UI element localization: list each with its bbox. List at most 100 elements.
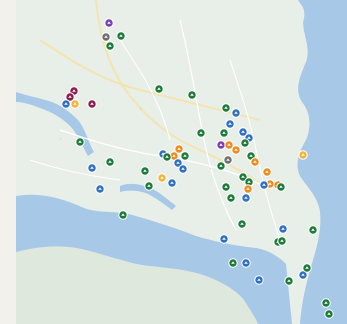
map-marker-blue-boat-launch-icon[interactable] bbox=[254, 275, 264, 285]
boat-launch-icon bbox=[281, 227, 285, 230]
southern-land bbox=[16, 246, 258, 324]
map-marker-blue-boat-launch-icon[interactable] bbox=[241, 193, 251, 203]
map-marker-blue-boat-launch-icon[interactable] bbox=[61, 99, 71, 109]
map-marker-blue-boat-launch-icon[interactable] bbox=[173, 158, 183, 168]
campground-icon bbox=[90, 102, 94, 105]
river-patuxent bbox=[16, 92, 94, 156]
map-marker-green-park-icon[interactable] bbox=[144, 181, 154, 191]
map-marker-green-park-icon[interactable] bbox=[75, 137, 85, 147]
map-marker-green-park-icon[interactable] bbox=[277, 236, 287, 246]
map-marker-yellow-attraction-icon[interactable] bbox=[157, 173, 167, 183]
map-marker-green-park-icon[interactable] bbox=[221, 182, 231, 192]
map-marker-green-park-icon[interactable] bbox=[219, 128, 229, 138]
marina-icon bbox=[234, 148, 238, 151]
park-icon bbox=[121, 213, 125, 216]
map-marker-green-park-icon[interactable] bbox=[105, 157, 115, 167]
park-icon bbox=[190, 93, 194, 96]
map-marker-blue-boat-launch-icon[interactable] bbox=[95, 184, 105, 194]
svg-text:·: · bbox=[210, 166, 212, 172]
map-marker-green-park-icon[interactable] bbox=[321, 298, 331, 308]
map-marker-magenta-campground-icon[interactable] bbox=[65, 92, 75, 102]
map-marker-green-park-icon[interactable] bbox=[308, 225, 318, 235]
museum-icon bbox=[226, 158, 230, 161]
map-markers bbox=[61, 18, 334, 319]
marina-icon bbox=[265, 170, 269, 173]
map-marker-blue-boat-launch-icon[interactable] bbox=[219, 234, 229, 244]
map-marker-green-park-icon[interactable] bbox=[180, 151, 190, 161]
map-marker-orange-marina-icon[interactable] bbox=[250, 157, 260, 167]
map-marker-blue-boat-launch-icon[interactable] bbox=[167, 178, 177, 188]
park-icon bbox=[243, 141, 247, 144]
map-marker-green-park-icon[interactable] bbox=[240, 138, 250, 148]
map-marker-green-park-icon[interactable] bbox=[162, 152, 172, 162]
map-marker-green-park-icon[interactable] bbox=[324, 309, 334, 319]
svg-text:·: · bbox=[140, 106, 142, 112]
map-marker-blue-boat-launch-icon[interactable] bbox=[231, 108, 241, 118]
map-marker-purple-hiking-icon[interactable] bbox=[216, 140, 226, 150]
map-marker-gray-museum-icon[interactable] bbox=[101, 32, 111, 42]
park-icon bbox=[287, 279, 291, 282]
map-marker-orange-marina-icon[interactable] bbox=[231, 145, 241, 155]
town-labels: · · · bbox=[60, 106, 212, 172]
map-marker-gray-museum-icon[interactable] bbox=[223, 155, 233, 165]
map-marker-blue-boat-launch-icon[interactable] bbox=[87, 163, 97, 173]
park-icon bbox=[324, 301, 328, 304]
boat-launch-icon bbox=[241, 130, 245, 133]
map-marker-green-park-icon[interactable] bbox=[276, 182, 286, 192]
boat-launch-icon bbox=[301, 273, 305, 276]
map-marker-green-park-icon[interactable] bbox=[238, 172, 248, 182]
map-marker-green-park-icon[interactable] bbox=[105, 41, 115, 51]
svg-text:·: · bbox=[60, 136, 62, 142]
park-icon bbox=[147, 184, 151, 187]
map-marker-green-park-icon[interactable] bbox=[228, 258, 238, 268]
park-icon bbox=[219, 164, 223, 167]
map-marker-blue-boat-launch-icon[interactable] bbox=[298, 270, 308, 280]
map-marker-green-park-icon[interactable] bbox=[118, 210, 128, 220]
campground-icon bbox=[68, 95, 72, 98]
map-marker-blue-boat-launch-icon[interactable] bbox=[238, 127, 248, 137]
map-marker-green-park-icon[interactable] bbox=[237, 219, 247, 229]
map-marker-magenta-campground-icon[interactable] bbox=[87, 99, 97, 109]
map-marker-green-park-icon[interactable] bbox=[302, 263, 312, 273]
attraction-icon bbox=[160, 176, 164, 179]
map-marker-green-park-icon[interactable] bbox=[187, 90, 197, 100]
boat-launch-icon bbox=[228, 122, 232, 125]
park-icon bbox=[311, 228, 315, 231]
boat-launch-icon bbox=[222, 237, 226, 240]
park-icon bbox=[249, 154, 253, 157]
map-marker-orange-marina-icon[interactable] bbox=[224, 140, 234, 150]
map-marker-green-park-icon[interactable] bbox=[284, 276, 294, 286]
map-marker-green-park-icon[interactable] bbox=[244, 177, 254, 187]
map-marker-yellow-attraction-icon[interactable] bbox=[298, 150, 308, 160]
map-marker-orange-marina-icon[interactable] bbox=[243, 184, 253, 194]
park-icon bbox=[108, 44, 112, 47]
marina-icon bbox=[172, 154, 176, 157]
map-marker-yellow-attraction-icon[interactable] bbox=[70, 99, 80, 109]
map-marker-blue-boat-launch-icon[interactable] bbox=[241, 258, 251, 268]
map-marker-orange-marina-icon[interactable] bbox=[174, 144, 184, 154]
map-marker-blue-boat-launch-icon[interactable] bbox=[259, 180, 269, 190]
map-marker-purple-hiking-icon[interactable] bbox=[104, 18, 114, 28]
map-marker-green-park-icon[interactable] bbox=[226, 193, 236, 203]
boat-launch-icon bbox=[64, 102, 68, 105]
park-icon bbox=[78, 140, 82, 143]
hiking-icon bbox=[219, 143, 223, 146]
boat-launch-icon bbox=[257, 278, 261, 281]
map-marker-green-park-icon[interactable] bbox=[196, 128, 206, 138]
map-marker-blue-boat-launch-icon[interactable] bbox=[278, 224, 288, 234]
map-marker-blue-boat-launch-icon[interactable] bbox=[225, 119, 235, 129]
map-marker-orange-marina-icon[interactable] bbox=[262, 167, 272, 177]
map-marker-blue-boat-launch-icon[interactable] bbox=[178, 164, 188, 174]
attraction-icon bbox=[301, 153, 305, 156]
map-marker-green-park-icon[interactable] bbox=[221, 103, 231, 113]
map-marker-green-park-icon[interactable] bbox=[116, 31, 126, 41]
map-marker-green-park-icon[interactable] bbox=[140, 166, 150, 176]
map-marker-green-park-icon[interactable] bbox=[216, 161, 226, 171]
park-icon bbox=[231, 261, 235, 264]
park-icon bbox=[165, 155, 169, 158]
park-icon bbox=[241, 175, 245, 178]
map-marker-green-park-icon[interactable] bbox=[154, 84, 164, 94]
boat-launch-icon bbox=[170, 181, 174, 184]
